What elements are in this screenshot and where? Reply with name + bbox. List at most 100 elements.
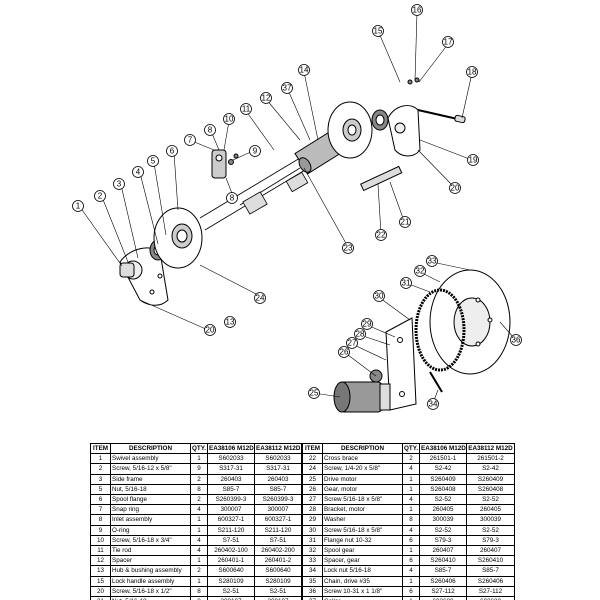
svg-text:23: 23 — [344, 244, 353, 253]
callout-17: 17 — [442, 36, 454, 48]
cell-model-a: S280109 — [207, 575, 255, 587]
cell-description: Chain, drive #35 — [322, 575, 403, 587]
cell-description: Screw 5/16-18 x 5/8" — [322, 494, 403, 506]
cell-item: 36 — [302, 585, 323, 598]
header-item: ITEM — [90, 442, 111, 455]
cell-qty: 8 — [190, 596, 208, 600]
callout-12: 12 — [260, 92, 272, 104]
svg-text:16: 16 — [413, 6, 422, 15]
header-description: DESCRIPTION — [322, 442, 403, 455]
svg-text:20: 20 — [451, 184, 460, 193]
cell-item: 33 — [302, 555, 323, 567]
callout-13: 13 — [224, 316, 236, 328]
callout-6: 6 — [166, 145, 178, 157]
cell-qty: 1 — [190, 575, 208, 587]
cell-model-a: S2-52 — [419, 524, 467, 536]
cell-model-a: S317-31 — [207, 463, 255, 475]
cell-item: 29 — [302, 514, 323, 526]
cell-qty: 8 — [402, 514, 420, 526]
cell-description: Bracket, motor — [322, 504, 403, 516]
cell-model-a: 260405 — [419, 504, 467, 516]
right-spool-flange — [327, 101, 373, 159]
cell-model-a: S602033 — [207, 453, 255, 465]
cell-model-a: 602688 — [419, 596, 467, 600]
cell-model-b: 600327-1 — [254, 514, 302, 526]
cell-model-b: S317-31 — [254, 463, 302, 475]
svg-text:26: 26 — [340, 348, 349, 357]
cell-item: 27 — [302, 494, 323, 506]
cell-model-b: S280109 — [254, 575, 302, 587]
cell-model-b: S602033 — [254, 453, 302, 465]
cell-qty: 1 — [402, 596, 420, 600]
svg-text:20: 20 — [206, 326, 215, 335]
callout-22: 22 — [375, 229, 387, 241]
svg-text:25: 25 — [310, 389, 319, 398]
svg-text:15: 15 — [374, 27, 383, 36]
cell-model-b: S27-112 — [466, 585, 515, 598]
callout-19: 19 — [467, 154, 479, 166]
cell-model-b: S2-52 — [466, 524, 515, 536]
svg-text:2: 2 — [98, 192, 103, 201]
svg-text:21: 21 — [401, 218, 410, 227]
cell-qty: 9 — [190, 463, 208, 475]
inlet-assembly — [211, 149, 239, 179]
cell-model-a: S2-51 — [207, 585, 255, 598]
svg-text:4: 4 — [136, 168, 141, 177]
cell-description: Screw, 5/16-12 x 5/8" — [110, 463, 191, 475]
callout-4: 4 — [132, 166, 144, 178]
cell-model-a: 260407 — [419, 545, 467, 557]
cell-qty: 2 — [190, 565, 208, 577]
cell-model-a: S2-52 — [419, 494, 467, 506]
cell-model-b: S260399-3 — [254, 494, 302, 506]
svg-text:18: 18 — [468, 68, 477, 77]
cell-model-b: S85-7 — [254, 483, 302, 496]
cell-qty: 1 — [402, 473, 420, 485]
cell-qty: 4 — [190, 534, 208, 547]
callout-20: 20 — [204, 324, 216, 336]
cell-item: 26 — [302, 483, 323, 496]
drive-chain-strip — [429, 371, 443, 393]
cell-item: 15 — [90, 575, 111, 587]
cell-description: Hub & bushing assembly — [110, 565, 191, 577]
cell-description: Screw, 5/16-18 x 3/4" — [110, 534, 191, 547]
cell-model-a: S85-7 — [419, 565, 467, 577]
header-model-a: EA38106 M12D — [207, 442, 255, 455]
exploded-reel-diagram: 1 2 3 4 5 6 7 8 8 9 10 11 12 13 14 15 16… — [72, 4, 522, 413]
cell-model-b: S85-7 — [466, 565, 515, 577]
cell-item: 1 — [90, 453, 111, 465]
cell-model-a: S7-51 — [207, 534, 255, 547]
table-header-row: ITEM DESCRIPTION QTY. EA38106 M12D EA381… — [90, 442, 302, 455]
cell-model-b: S260409 — [466, 473, 515, 485]
callout-3: 3 — [113, 178, 125, 190]
cell-item: 2 — [90, 463, 111, 475]
cell-qty: 4 — [402, 494, 420, 506]
cell-item: 12 — [90, 555, 111, 567]
cell-description: Tie rod — [110, 545, 191, 557]
cell-qty: 8 — [190, 483, 208, 496]
cell-qty: 2 — [190, 494, 208, 506]
cell-qty: 1 — [190, 514, 208, 526]
cell-qty: 1 — [190, 555, 208, 567]
cell-description: Inlet assembly — [110, 514, 191, 526]
svg-text:30: 30 — [375, 292, 384, 301]
cell-qty: 1 — [190, 453, 208, 465]
cell-item: 34 — [302, 565, 323, 577]
cell-model-b: 260403 — [254, 473, 302, 485]
cell-item: 6 — [90, 494, 111, 506]
cell-item: 37 — [302, 596, 323, 600]
cell-qty: 1 — [402, 545, 420, 557]
cell-item: 7 — [90, 504, 111, 516]
